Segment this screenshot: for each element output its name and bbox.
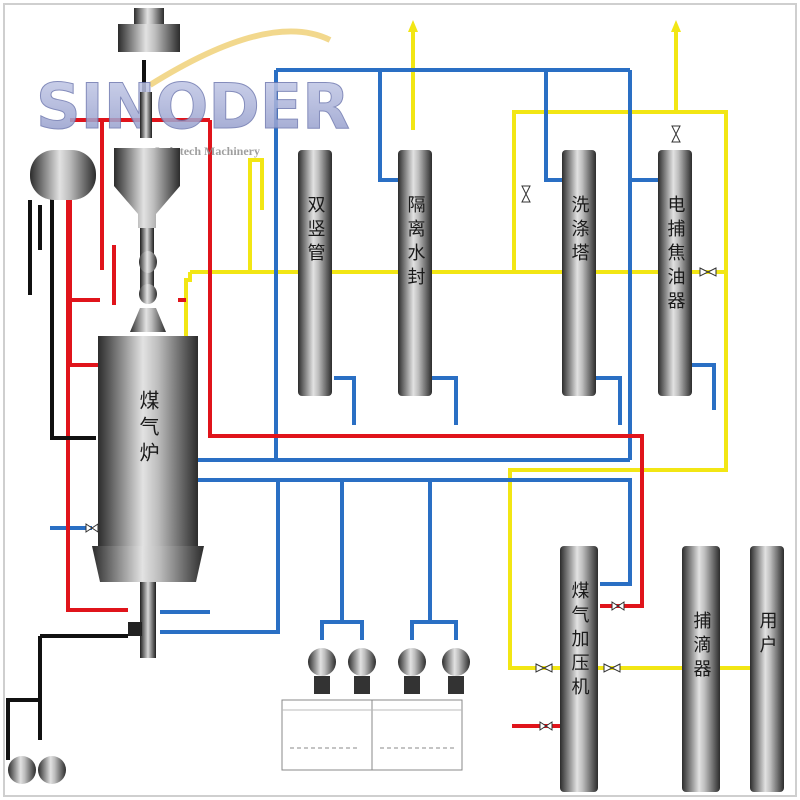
electrostatic-tar-catcher-label: 电捕焦油器 bbox=[665, 195, 686, 313]
feed-hopper bbox=[114, 148, 180, 228]
black-lines bbox=[6, 60, 151, 760]
pump-icon bbox=[398, 648, 426, 676]
water-tanks bbox=[281, 699, 463, 771]
gasifier-label: 煤气炉 bbox=[136, 390, 160, 466]
double-riser-label: 双竖管 bbox=[305, 195, 326, 265]
distributor bbox=[130, 308, 166, 332]
arrow-up-icon bbox=[408, 20, 418, 32]
coal-bin-top bbox=[134, 8, 164, 24]
user-unit bbox=[750, 546, 784, 792]
washing-tower bbox=[562, 150, 596, 396]
user-label: 用户 bbox=[757, 611, 778, 657]
ash-box bbox=[128, 622, 142, 636]
water-seal bbox=[398, 150, 432, 396]
blower-icon bbox=[8, 756, 36, 784]
pump-icon bbox=[308, 648, 336, 676]
arrow-up-icon bbox=[671, 20, 681, 32]
water-seal-label: 隔离水封 bbox=[405, 195, 426, 289]
valves bbox=[85, 125, 717, 731]
pump-group bbox=[308, 648, 470, 694]
gasifier-body bbox=[98, 336, 198, 546]
blower-icon bbox=[38, 756, 66, 784]
ash-column bbox=[140, 582, 156, 658]
pump-icon bbox=[442, 648, 470, 676]
pump-icon bbox=[348, 648, 376, 676]
feed-valve bbox=[140, 92, 152, 138]
gas-compressor-label: 煤气加压机 bbox=[569, 581, 590, 699]
droplet-catcher bbox=[682, 546, 720, 792]
logo-subtitle: Indutech Machinery bbox=[155, 144, 260, 158]
electrostatic-tar-catcher bbox=[658, 150, 692, 396]
feed-lock-lower bbox=[139, 284, 157, 304]
coal-bin bbox=[118, 24, 180, 52]
logo: SINODER Indutech Machinery bbox=[36, 28, 350, 158]
droplet-catcher-label: 捕滴器 bbox=[691, 611, 712, 681]
steam-drum bbox=[30, 150, 96, 200]
washing-tower-label: 洗涤塔 bbox=[569, 195, 590, 265]
frame bbox=[3, 3, 797, 797]
double-riser bbox=[298, 150, 332, 396]
logo-brand: SINODER bbox=[36, 70, 350, 143]
gas-compressor bbox=[560, 546, 598, 792]
hot-lines bbox=[66, 118, 644, 728]
gasifier-bottom bbox=[92, 546, 204, 582]
feed-lock bbox=[139, 251, 157, 273]
